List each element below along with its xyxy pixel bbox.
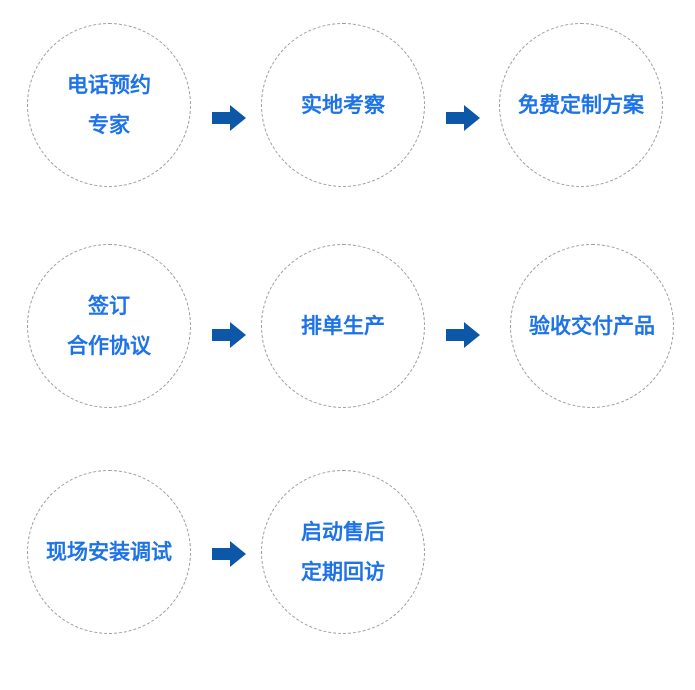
step-acceptance-delivery: 验收交付产品 [510, 244, 674, 408]
step-onsite-installation: 现场安装调试 [27, 470, 191, 634]
step-label-line: 专家 [88, 113, 130, 137]
right-arrow-icon [212, 105, 246, 131]
right-arrow-icon [212, 322, 246, 348]
step-label-line: 现场安装调试 [46, 540, 172, 564]
right-arrow-icon [212, 541, 246, 567]
step-label-line: 排单生产 [301, 314, 385, 338]
step-label-line: 免费定制方案 [518, 93, 644, 117]
step-label-line: 启动售后 [301, 520, 385, 544]
step-free-custom-plan: 免费定制方案 [499, 23, 663, 187]
step-after-sales-followup: 启动售后 定期回访 [261, 470, 425, 634]
step-label-line: 验收交付产品 [529, 314, 655, 338]
right-arrow-icon [446, 105, 480, 131]
step-label-line: 定期回访 [301, 560, 385, 584]
step-label-line: 签订 [88, 294, 130, 318]
step-sign-agreement: 签订 合作协议 [27, 244, 191, 408]
step-phone-appointment: 电话预约 专家 [27, 23, 191, 187]
step-production: 排单生产 [261, 244, 425, 408]
right-arrow-icon [446, 322, 480, 348]
step-label-line: 合作协议 [67, 334, 151, 358]
step-label-line: 实地考察 [301, 93, 385, 117]
step-site-inspection: 实地考察 [261, 23, 425, 187]
step-label-line: 电话预约 [67, 73, 151, 97]
